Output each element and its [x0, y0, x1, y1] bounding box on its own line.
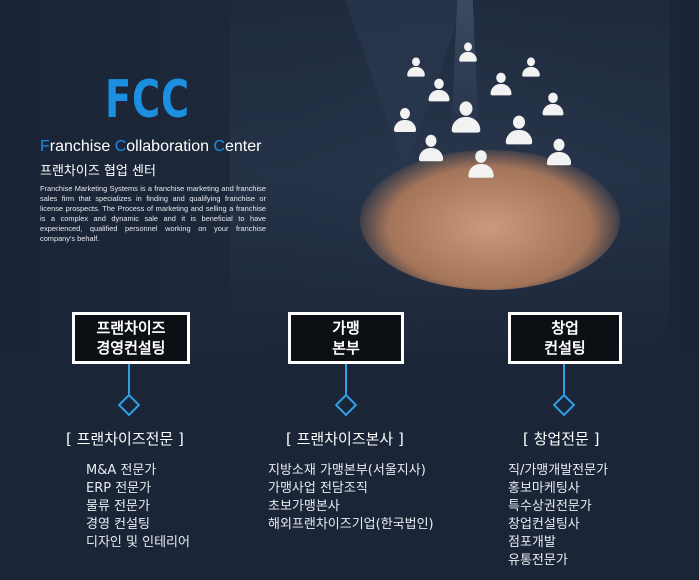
person-icon: [522, 57, 540, 77]
list-item: 해외프랜차이즈기업(한국법인): [268, 517, 434, 532]
box-line: 프랜차이즈: [96, 319, 166, 337]
list-startup-experts: 직/가맹개발전문가 홍보마케팅사 특수상권전문가 창업컨설팅사 점포개발 유통전…: [508, 462, 608, 570]
box-line: 창업: [551, 319, 579, 337]
person-icon: [428, 78, 450, 102]
person-icon: [542, 92, 564, 116]
box-line: 본부: [332, 339, 360, 357]
suit-lapel: [345, 0, 465, 170]
brand-title: FCC: [105, 70, 190, 130]
column-heading: [ 프랜차이즈본사 ]: [286, 430, 404, 448]
brand-subtitle-korean: 프랜차이즈 협업 센터: [40, 164, 156, 179]
list-franchise-experts: M&A 전문가 ERP 전문가 물류 전문가 경영 컨설팅 디자인 및 인테리어: [86, 462, 190, 552]
box-line: 컨설팅: [544, 339, 586, 357]
hero-image: FCC Franchise Collaboration Center 프랜차이즈…: [0, 0, 699, 352]
list-franchise-hq: 지방소재 가맹본부(서울지사) 가맹사업 전담조직 초보가맹본사 해외프랜차이즈…: [268, 462, 434, 534]
box-line: 경영컨설팅: [96, 339, 166, 357]
list-item: 창업컨설팅사: [508, 517, 580, 532]
connector-line: [345, 364, 347, 400]
person-icon: [468, 150, 494, 178]
list-item: 초보가맹본사: [268, 499, 340, 514]
person-icon: [394, 108, 416, 132]
person-icon: [490, 72, 512, 96]
brand-subtitle: Franchise Collaboration Center: [40, 138, 262, 155]
person-icon: [505, 115, 533, 145]
list-item: ERP 전문가: [86, 481, 152, 496]
list-item: 특수상권전문가: [508, 499, 592, 514]
connector-line: [563, 364, 565, 400]
brand-description: Franchise Marketing Systems is a franchi…: [40, 184, 266, 243]
list-item: 홍보마케팅사: [508, 481, 580, 496]
person-icon: [546, 138, 572, 166]
connector-diamond: [334, 393, 358, 417]
list-item: 점포개발: [508, 535, 556, 550]
list-item: 물류 전문가: [86, 499, 150, 514]
tie: [452, 0, 478, 140]
list-item: 디자인 및 인테리어: [86, 535, 190, 550]
person-icon: [459, 42, 477, 62]
person-icon: [407, 57, 425, 77]
list-item: 경영 컨설팅: [86, 517, 150, 532]
connector-diamond: [552, 393, 576, 417]
connector-diamond: [117, 393, 141, 417]
list-item: 직/가맹개발전문가: [508, 463, 609, 478]
list-item: 지방소재 가맹본부(서울지사): [268, 463, 426, 478]
box-line: 가맹: [332, 319, 360, 337]
list-item: 유통전문가: [508, 553, 568, 568]
column-heading: [ 프랜차이즈전문 ]: [66, 430, 184, 448]
list-item: 가맹사업 전담조직: [268, 481, 368, 496]
person-icon: [451, 101, 481, 133]
column-heading: [ 창업전문 ]: [523, 430, 600, 448]
list-item: M&A 전문가: [86, 463, 157, 478]
connector-line: [128, 364, 130, 400]
person-icon: [418, 134, 444, 162]
